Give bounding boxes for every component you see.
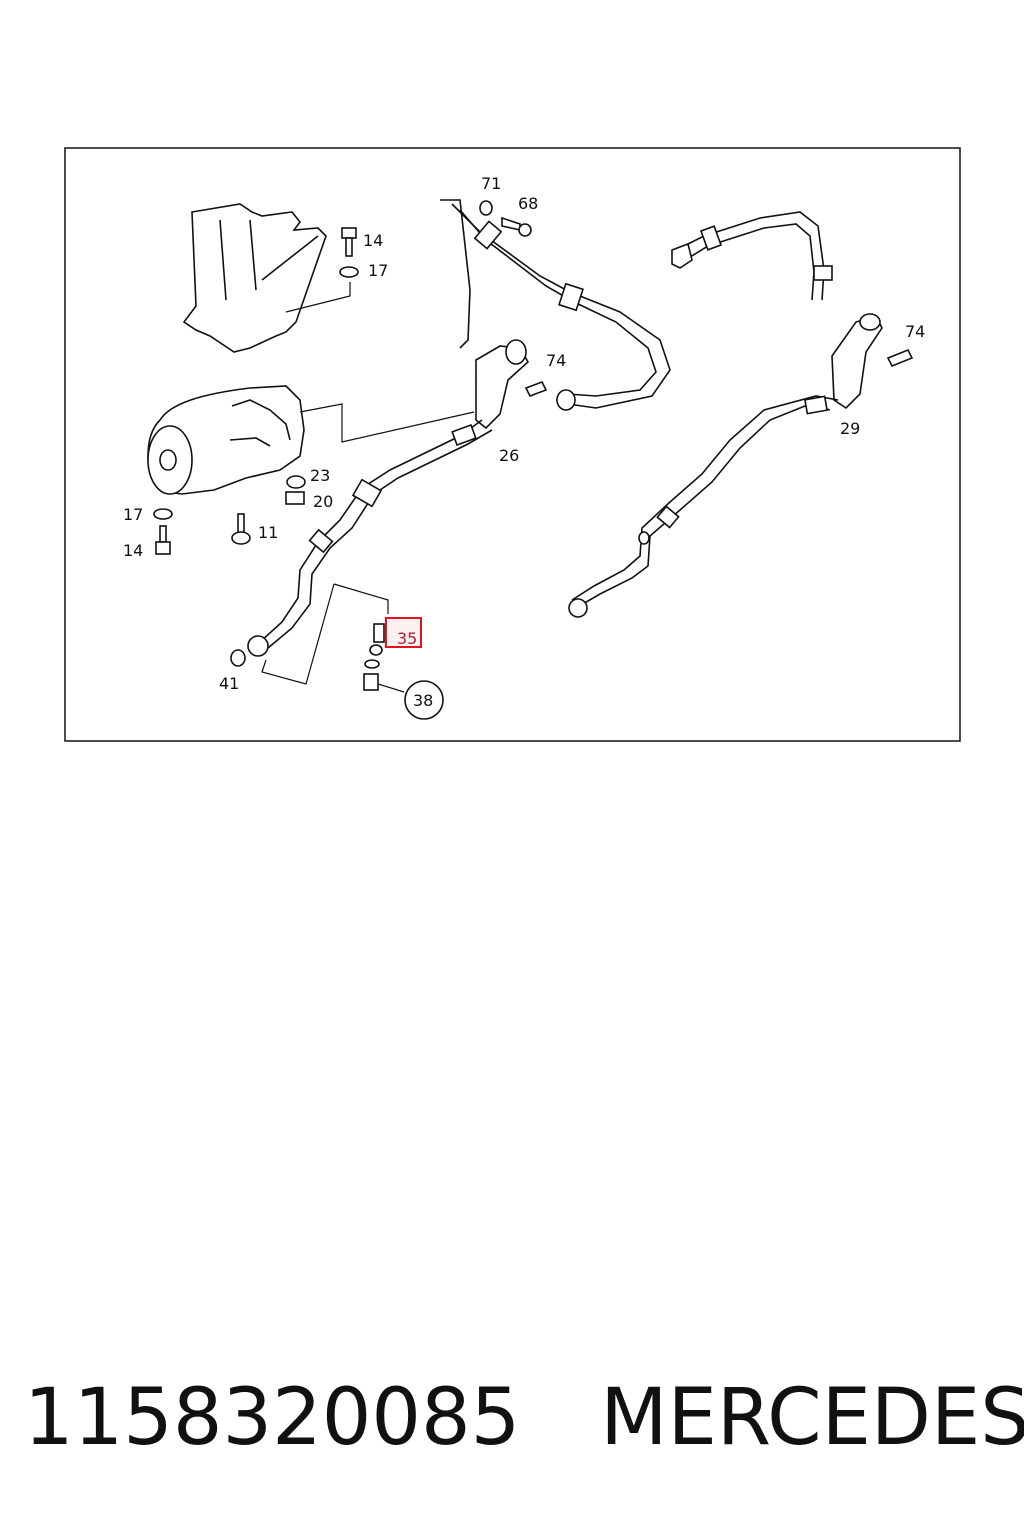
label-41: 41 [219, 674, 239, 693]
ac-compressor [147, 385, 475, 495]
nut-20 [285, 491, 305, 505]
nut-23 [286, 475, 306, 489]
diagram-svg: 71 68 14 17 74 74 26 29 23 20 17 11 14 3… [64, 147, 961, 742]
bolt-14-left [155, 525, 171, 555]
bolt-68 [479, 200, 532, 237]
label-17-left: 17 [123, 505, 143, 524]
bolt-11 [231, 513, 251, 545]
hose-assembly-26 [230, 199, 671, 667]
label-29: 29 [840, 419, 860, 438]
diagram-border [64, 147, 961, 742]
washer-17-top [339, 266, 359, 278]
label-11: 11 [258, 523, 278, 542]
label-74-right: 74 [905, 322, 925, 341]
caption-bar: 1158320085 MERCEDES [24, 1368, 1024, 1468]
washer-17-left [153, 508, 173, 520]
label-14-top: 14 [363, 231, 383, 250]
label-20: 20 [313, 492, 333, 511]
brand-name: MERCEDES [600, 1373, 1024, 1463]
parts-diagram: 71 68 14 17 74 74 26 29 23 20 17 11 14 3… [0, 0, 1024, 760]
label-68: 68 [518, 194, 538, 213]
hose-assembly-29 [568, 211, 883, 618]
bolt-74-middle [524, 380, 548, 398]
label-74-middle: 74 [546, 351, 566, 370]
label-14-left: 14 [123, 541, 143, 560]
mounting-bracket [182, 203, 351, 353]
label-38-circle [404, 680, 444, 720]
label-71: 71 [481, 174, 501, 193]
label-23: 23 [310, 466, 330, 485]
label-17-top: 17 [368, 261, 388, 280]
label-38: 38 [413, 691, 433, 710]
label-35: 35 [397, 629, 417, 648]
highlight-box [385, 617, 422, 648]
bolt-74-right [886, 348, 914, 368]
pressure-switch-group [261, 583, 444, 720]
part-number: 1158320085 [24, 1373, 521, 1463]
bolt-14-top [341, 227, 357, 257]
label-26: 26 [499, 446, 519, 465]
